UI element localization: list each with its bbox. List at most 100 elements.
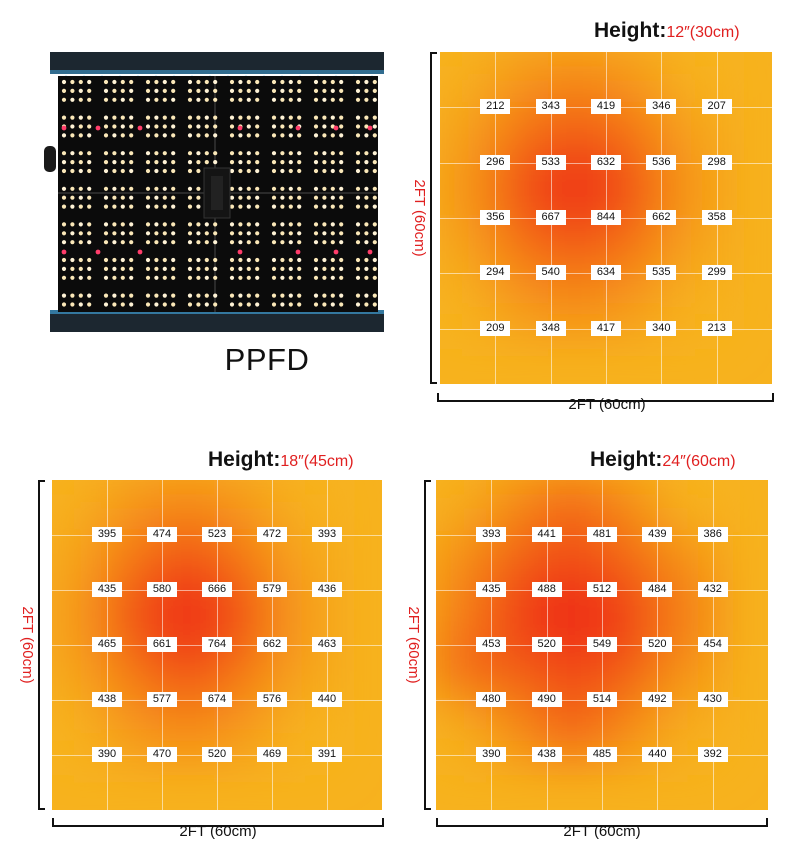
- ppfd-value-label: 632: [591, 154, 621, 170]
- ppfd-value-label: 523: [202, 527, 232, 542]
- ppfd-value-label: 764: [202, 637, 232, 652]
- ppfd-value-label: 346: [646, 99, 677, 115]
- ppfd-value-label: 299: [701, 265, 732, 281]
- ppfd-value-label: 392: [697, 747, 728, 762]
- x-dimension-bracket: [436, 818, 768, 827]
- x-dimension-bracket: [52, 818, 384, 827]
- ppfd-value-label: 662: [257, 637, 287, 652]
- y-dimension-bracket: [38, 480, 45, 810]
- ppfd-value-label: 844: [591, 210, 621, 225]
- height-heading-12: Height:12″(30cm): [594, 18, 740, 46]
- ppfd-value-label: 454: [697, 637, 728, 652]
- ppfd-value-label: 298: [701, 154, 732, 170]
- ppfd-value-label: 340: [646, 320, 677, 336]
- ppfd-value-label: 465: [92, 637, 122, 652]
- ppfd-value-label: 463: [312, 637, 342, 652]
- ppfd-value-label: 390: [92, 747, 122, 762]
- ppfd-value-label: 488: [531, 582, 562, 597]
- x-dimension-bracket: [437, 393, 774, 402]
- ppfd-value-label: 520: [531, 637, 562, 652]
- height-colon: :: [655, 448, 663, 471]
- ppfd-value-label: 533: [535, 154, 566, 170]
- height-label: Height: [594, 19, 660, 42]
- ppfd-value-label: 395: [92, 527, 122, 542]
- ppfd-value-label: 213: [701, 320, 732, 336]
- led-panel-image: [44, 52, 384, 332]
- ppfd-value-label: 419: [591, 99, 621, 115]
- height-value: 18″(45cm): [280, 453, 354, 470]
- ppfd-value-label: 490: [531, 692, 562, 707]
- ppfd-value-label: 520: [202, 747, 232, 762]
- ppfd-value-label: 441: [531, 527, 562, 542]
- height-heading-24: Height:24″(60cm): [590, 447, 736, 475]
- ppfd-value-label: 674: [202, 692, 232, 707]
- ppfd-value-label: 453: [476, 637, 507, 652]
- y-dimension-label: 2FT (60cm): [19, 606, 36, 684]
- ppfd-value-label: 358: [701, 210, 732, 225]
- ppfd-heatmap-12in: 212 343 419 346 207 296 533 632 536 298 356 667 844 6…: [440, 52, 772, 384]
- ppfd-value-label: 343: [535, 99, 566, 115]
- ppfd-value-label: 520: [642, 637, 673, 652]
- ppfd-value-label: 435: [476, 582, 507, 597]
- ppfd-value-label: 662: [646, 210, 677, 225]
- ppfd-value-label: 472: [257, 527, 287, 542]
- height-value: 24″(60cm): [662, 453, 736, 470]
- ppfd-value-label: 514: [587, 692, 617, 707]
- ppfd-value-label: 512: [587, 582, 617, 597]
- ppfd-value-label: 386: [697, 527, 728, 542]
- ppfd-value-label: 393: [312, 527, 342, 542]
- ppfd-value-label: 391: [312, 747, 342, 762]
- ppfd-value-label: 438: [92, 692, 122, 707]
- ppfd-value-label: 390: [476, 747, 507, 762]
- y-dimension-bracket: [424, 480, 431, 810]
- x-dimension-label: 2FT (60cm): [563, 823, 641, 840]
- ppfd-value-label: 470: [147, 747, 177, 762]
- ppfd-value-label: 667: [535, 210, 566, 225]
- height-colon: :: [659, 19, 667, 42]
- ppfd-value-label: 469: [257, 747, 287, 762]
- height-label: Height: [590, 448, 656, 471]
- ppfd-value-label: 294: [480, 265, 511, 281]
- ppfd-value-label: 480: [476, 692, 507, 707]
- ppfd-value-label: 485: [587, 747, 617, 762]
- ppfd-value-label: 474: [147, 527, 177, 542]
- ppfd-value-label: 536: [646, 154, 677, 170]
- ppfd-value-label: 492: [642, 692, 673, 707]
- ppfd-value-label: 430: [697, 692, 728, 707]
- ppfd-value-label: 432: [697, 582, 728, 597]
- ppfd-value-label: 661: [147, 637, 177, 652]
- ppfd-value-label: 417: [591, 320, 621, 336]
- ppfd-label: PPFD: [224, 342, 310, 377]
- ppfd-value-label: 579: [257, 582, 287, 597]
- height-heading-18: Height:18″(45cm): [208, 447, 354, 475]
- ppfd-value-label: 549: [587, 637, 617, 652]
- ppfd-value-label: 576: [257, 692, 287, 707]
- ppfd-value-label: 535: [646, 265, 677, 281]
- ppfd-value-label: 438: [531, 747, 562, 762]
- ppfd-value-label: 212: [480, 99, 511, 115]
- ppfd-value-label: 207: [701, 99, 732, 115]
- ppfd-value-label: 348: [535, 320, 566, 336]
- ppfd-value-label: 440: [312, 692, 342, 707]
- ppfd-value-label: 393: [476, 527, 507, 542]
- height-value: 12″(30cm): [666, 24, 740, 41]
- ppfd-value-label: 666: [202, 582, 232, 597]
- x-dimension-label: 2FT (60cm): [568, 396, 646, 413]
- ppfd-value-label: 209: [480, 320, 511, 336]
- x-dimension-label: 2FT (60cm): [179, 823, 257, 840]
- ppfd-value-label: 580: [147, 582, 177, 597]
- ppfd-value-label: 634: [591, 265, 621, 281]
- ppfd-value-label: 577: [147, 692, 177, 707]
- led-grow-light-panel: [44, 52, 388, 332]
- height-label: Height: [208, 448, 274, 471]
- ppfd-value-label: 296: [480, 154, 511, 170]
- ppfd-value-label: 484: [642, 582, 673, 597]
- height-colon: :: [273, 448, 281, 471]
- ppfd-value-label: 439: [642, 527, 673, 542]
- ppfd-value-label: 356: [480, 210, 511, 225]
- ppfd-value-label: 435: [92, 582, 122, 597]
- y-dimension-label: 2FT (60cm): [405, 606, 422, 684]
- ppfd-value-label: 540: [535, 265, 566, 281]
